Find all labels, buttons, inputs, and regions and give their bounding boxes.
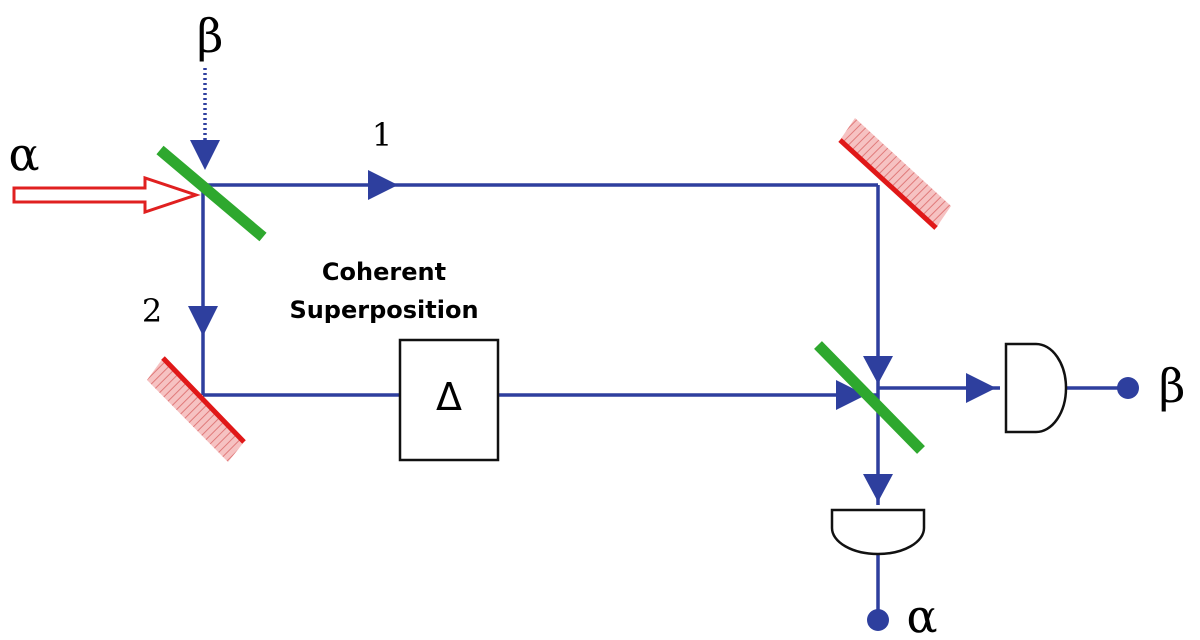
beta-input-arrowhead (190, 140, 220, 170)
superposition-label-line1: Coherent (322, 258, 446, 286)
detector-beta (1004, 342, 1068, 434)
output-alpha-label: α (906, 589, 937, 640)
phase-shifter-box (398, 338, 500, 462)
output-beta-label: β (1159, 359, 1186, 413)
detector-beta-arrowhead (966, 373, 996, 403)
mirror-top-right (838, 118, 951, 230)
path-1-label: 1 (372, 116, 392, 154)
path-2-arrowhead (188, 306, 218, 336)
detector-alpha-arrowhead (863, 474, 893, 502)
input-beta-label: β (197, 9, 224, 63)
superposition-label-line2: Superposition (289, 296, 478, 324)
beam-splitter-2 (814, 341, 925, 454)
path-1-arrowhead (368, 170, 398, 200)
path-2-label: 2 (142, 292, 162, 330)
beam-splitter-1 (156, 145, 267, 242)
input-alpha-label: α (8, 127, 39, 181)
detector-alpha (830, 508, 926, 556)
beam-paths (201, 183, 1128, 620)
alpha-output-dot (867, 609, 889, 631)
arrowheads (188, 140, 996, 502)
lower-beam-arrowhead (836, 380, 866, 410)
mirror-bottom-left (147, 356, 246, 462)
phase-shifter-label: Δ (436, 375, 462, 419)
right-vertical-arrowhead (863, 356, 893, 384)
alpha-input-arrow (12, 175, 201, 215)
beta-output-dot (1117, 377, 1139, 399)
